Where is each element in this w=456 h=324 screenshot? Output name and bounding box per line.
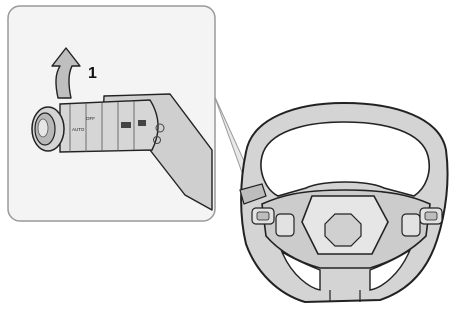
- switch-marking-off: OFF: [86, 116, 95, 121]
- callout-number: 1: [88, 65, 97, 82]
- steering-wheel: [240, 103, 448, 302]
- switch-marking-auto: AUTO: [72, 127, 85, 132]
